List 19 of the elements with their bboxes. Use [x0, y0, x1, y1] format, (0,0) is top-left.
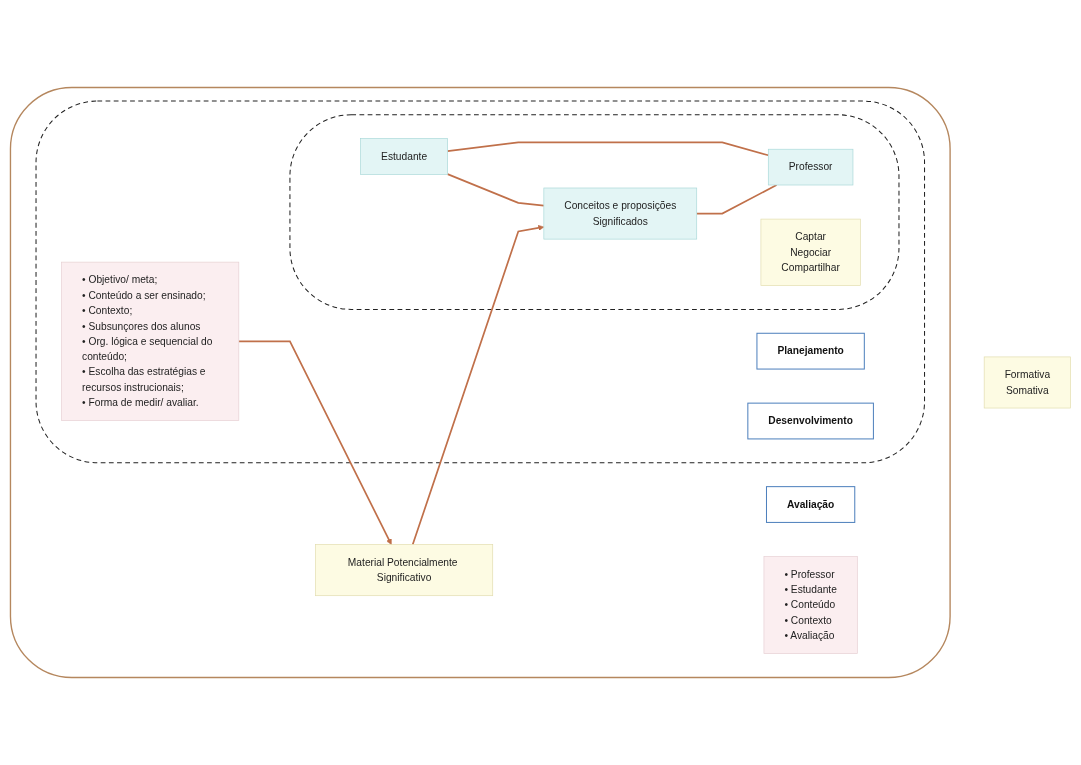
node-box: • Objetivo/ meta; • Conteúdo a ser ensinado; • Contexto; • Subsunçores dos alunos • Org. lógica e sequencial do conteúdo; • Escolha das estratégias e recursos instrucionais; • Forma de medir/ avaliar.: [61, 261, 240, 421]
cluster: [9, 86, 951, 679]
node-box: Captar Negociar Compartilhar: [760, 218, 861, 286]
connector: [695, 184, 778, 215]
node-box: Professor: [767, 148, 854, 186]
cluster: [35, 100, 926, 464]
arrow: [237, 340, 392, 545]
node-box: Material Potencialmente Significativo: [315, 544, 494, 597]
connector: [446, 141, 770, 157]
arrow: [411, 224, 545, 546]
node-box: Estudante: [360, 138, 448, 175]
connector: [446, 173, 545, 207]
node-box: Desenvolvimento: [747, 402, 874, 440]
node-box: Formativa Somativa: [983, 356, 1071, 409]
node-box: • Professor • Estudante • Conteúdo • Contexto • Avaliação: [763, 556, 858, 654]
node-box: Planejamento: [756, 332, 865, 370]
node-box: Avaliação: [766, 486, 856, 523]
node-box: Conceitos e proposições Significados: [543, 187, 698, 240]
cluster: [289, 114, 900, 310]
